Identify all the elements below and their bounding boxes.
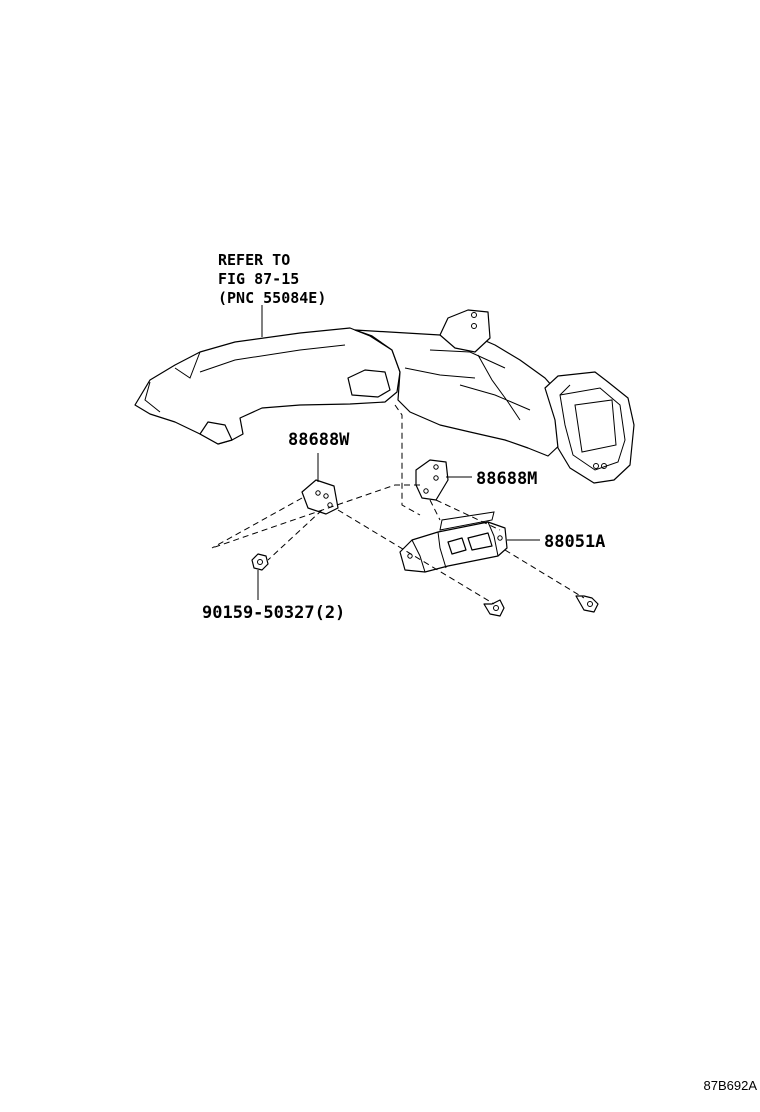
vent-outlet-hole bbox=[601, 463, 607, 469]
leader-lines bbox=[257, 305, 540, 600]
reference-note-line3: (PNC 55084E) bbox=[218, 289, 326, 307]
air-duct bbox=[134, 309, 635, 484]
air-duct-middle-ribs bbox=[404, 349, 531, 421]
air-duct-left-tab bbox=[199, 421, 233, 445]
callout-90159-50327: 90159-50327(2) bbox=[202, 603, 345, 623]
callout-88051a: 88051A bbox=[544, 532, 605, 552]
vent-outlet-inner-frame bbox=[559, 387, 626, 471]
screw-right bbox=[575, 595, 599, 613]
sensor-88051a bbox=[399, 511, 508, 573]
bracket-88688m bbox=[415, 459, 449, 501]
reference-note-line1: REFER TO bbox=[218, 251, 290, 269]
callout-88688m: 88688M bbox=[476, 469, 537, 489]
bracket-hole bbox=[471, 323, 477, 329]
air-duct-top-bracket bbox=[439, 309, 491, 353]
air-duct-middle-body bbox=[354, 329, 569, 457]
screw-center bbox=[483, 599, 505, 617]
reference-note-line2: FIG 87-15 bbox=[218, 270, 299, 288]
reference-note: REFER TO FIG 87-15 (PNC 55084E) bbox=[218, 251, 326, 307]
bracket-88688w bbox=[301, 479, 339, 515]
bracket-hole bbox=[471, 312, 477, 318]
figure-code: 87B692A bbox=[704, 1078, 758, 1093]
screw-left bbox=[251, 553, 269, 571]
assembly-guide-lines bbox=[211, 404, 585, 605]
vent-outlet-hole bbox=[593, 463, 599, 469]
callout-88688w: 88688W bbox=[288, 430, 350, 450]
air-duct-left-flange bbox=[144, 344, 346, 413]
air-duct-center-opening bbox=[347, 369, 391, 398]
vent-outlet-grille bbox=[559, 384, 617, 453]
